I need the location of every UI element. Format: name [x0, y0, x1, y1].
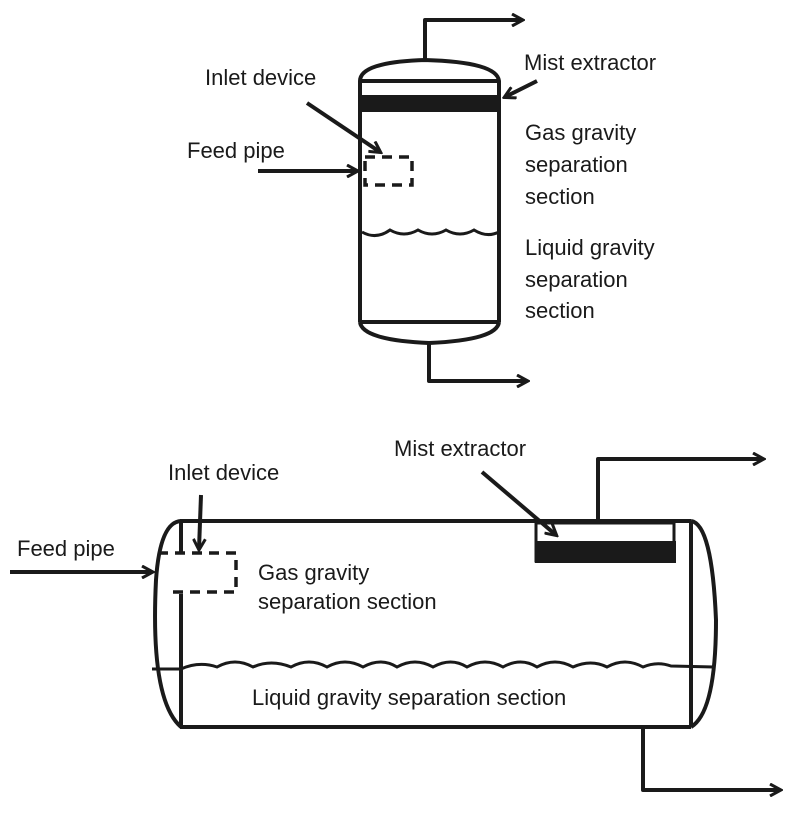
horizontal-mist-extractor-label: Mist extractor [394, 436, 526, 461]
vertical-gas-section-label-line-1: Gas gravity [525, 120, 636, 145]
vertical-top-head [358, 58, 501, 83]
horizontal-gas-section-label-line-1: Gas gravity [258, 560, 369, 585]
vertical-inlet-device-label: Inlet device [205, 65, 316, 90]
horizontal-gas-section-label-line-2: separation section [258, 589, 437, 614]
horizontal-gas-outlet-pipe [596, 459, 763, 521]
vertical-separator: Mist extractor Inlet device Feed pipe Ga… [187, 20, 656, 381]
horizontal-mist-extractor-leader [480, 470, 556, 535]
horizontal-inlet-device-label: Inlet device [168, 460, 279, 485]
vertical-liquid-section-label-line-2: separation [525, 267, 628, 292]
vertical-bottom-head [358, 321, 501, 345]
vertical-feed-pipe-label: Feed pipe [187, 138, 285, 163]
vertical-liquid-section-label-line-1: Liquid gravity [525, 235, 655, 260]
vertical-liquid-level [361, 228, 500, 237]
horizontal-liquid-section-label: Liquid gravity separation section [252, 685, 566, 710]
vertical-gas-outlet-pipe [423, 20, 522, 62]
vertical-liquid-section-label-line-3: section [525, 298, 595, 323]
horizontal-liquid-outlet-pipe [641, 727, 780, 790]
horizontal-mist-extractor [535, 541, 676, 563]
vertical-gas-section-label-line-3: section [525, 184, 595, 209]
vertical-gas-section-label-line-2: separation [525, 152, 628, 177]
horizontal-inlet-device-leader [199, 494, 201, 549]
vertical-inlet-device [363, 155, 414, 187]
horizontal-inlet-device [158, 551, 238, 594]
vertical-mist-extractor [360, 95, 499, 112]
vertical-inlet-device-leader [305, 101, 380, 152]
vertical-liquid-outlet-pipe [427, 343, 527, 381]
horizontal-separator: Mist extractor Inlet device Feed pipe Ga… [10, 436, 780, 790]
vertical-shell [358, 81, 501, 322]
horizontal-right-head [689, 519, 718, 729]
vertical-mist-extractor-leader [505, 79, 538, 97]
horizontal-liquid-level [152, 660, 715, 671]
horizontal-left-head [153, 519, 183, 729]
vertical-mist-extractor-label: Mist extractor [524, 50, 656, 75]
horizontal-feed-pipe-label: Feed pipe [17, 536, 115, 561]
